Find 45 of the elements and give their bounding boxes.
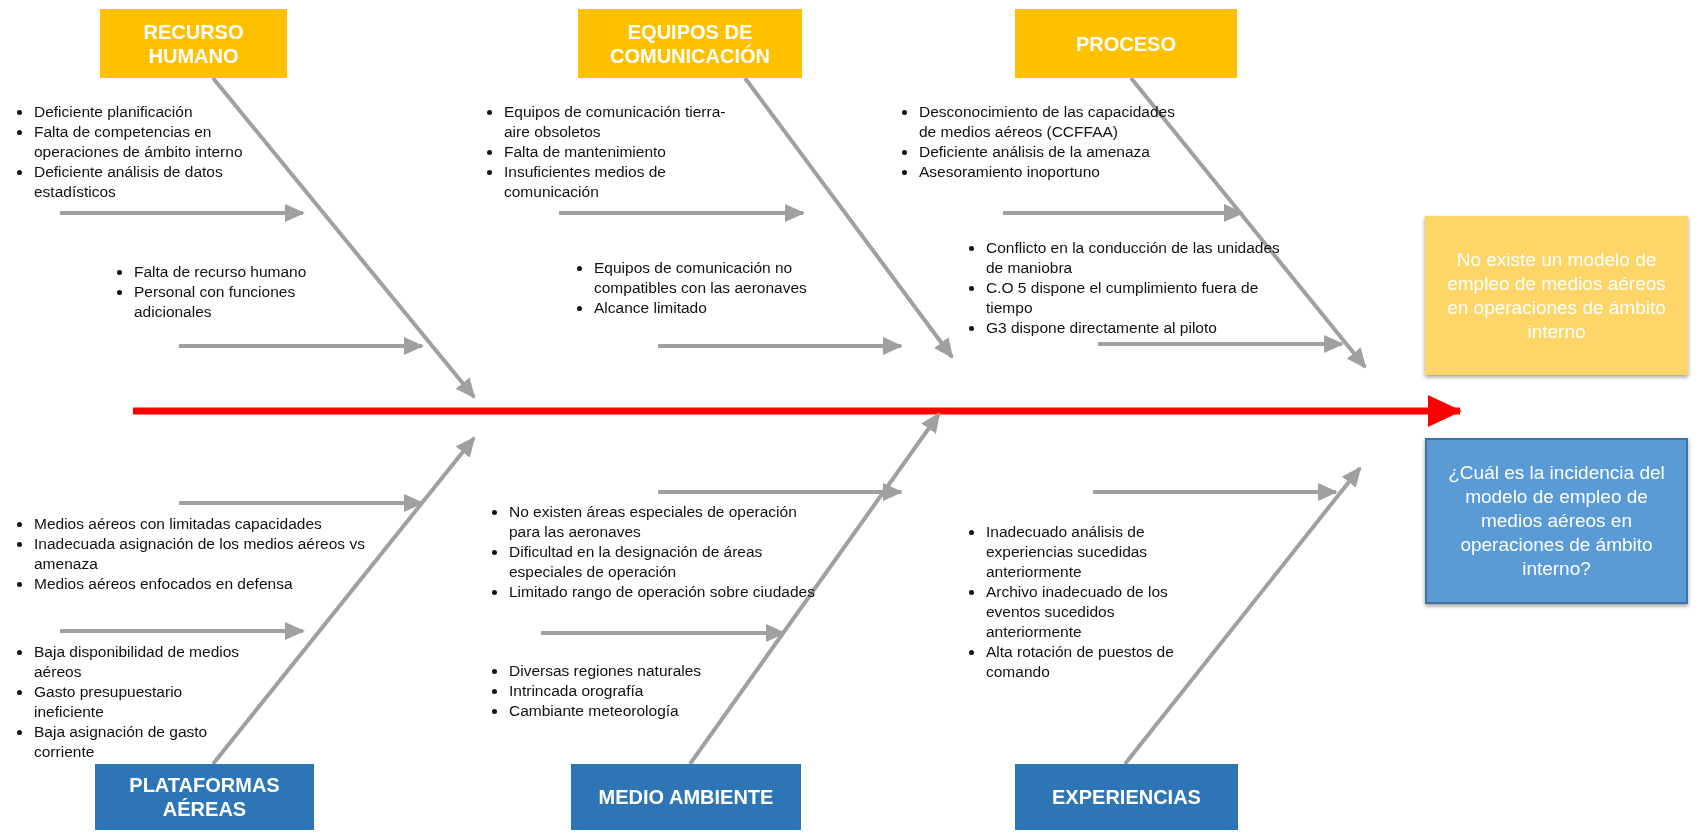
category-box: PLATAFORMAS AÉREAS bbox=[95, 764, 314, 830]
bullet-item: Desconocimiento de las capacidades de medios aéreos (CCFFAA) bbox=[919, 102, 1176, 142]
arrow bbox=[211, 436, 476, 766]
arrow bbox=[1123, 466, 1362, 766]
bullet-item: Deficiente análisis de datos estadísticos bbox=[34, 162, 224, 202]
bullet-item: Falta de recurso humano bbox=[134, 262, 308, 282]
problem-box: No existe un modelo de empleo de medios aéreos en operaciones de ámbito interno bbox=[1425, 216, 1688, 375]
arrow bbox=[211, 76, 476, 399]
category-box: EQUIPOS DE COMUNICACIÓN bbox=[578, 9, 802, 78]
category-box: RECURSO HUMANO bbox=[100, 9, 287, 78]
question-box: ¿Cuál es la incidencia del modelo de empleo de medios aéreos en operaciones de ámbito interno? bbox=[1425, 438, 1688, 604]
bullet-item: Personal con funciones adicionales bbox=[134, 282, 297, 322]
category-box: PROCESO bbox=[1015, 9, 1237, 78]
bullet-item: Baja disponibilidad de medios aéreos bbox=[34, 642, 240, 682]
bullet-item: Inadecuado análisis de experiencias sucedidas anteriormente bbox=[986, 522, 1149, 582]
bullet-item: Medios aéreos enfocados en defensa bbox=[34, 574, 294, 594]
arrow bbox=[1129, 76, 1367, 369]
bullet-item: Falta de competencias en operaciones de ámbito interno bbox=[34, 122, 244, 162]
category-box: EXPERIENCIAS bbox=[1015, 764, 1238, 830]
bullet-item: Gasto presupuestario ineficiente bbox=[34, 682, 184, 722]
arrow bbox=[743, 76, 954, 359]
bullet-item: C.O 5 dispone el cumplimiento fuera de tiempo bbox=[986, 278, 1260, 318]
bullet-item: Archivo inadecuado de los eventos sucedidos anteriormente bbox=[986, 582, 1169, 642]
bullet-item: Limitado rango de operación sobre ciudades bbox=[509, 582, 815, 602]
bullet-item: Dificultad en la designación de áreas especiales de operación bbox=[509, 542, 764, 582]
bullet-item: Conflicto en la conducción de las unidades de maniobra bbox=[986, 238, 1281, 278]
bullet-item: Intrincada orografía bbox=[509, 681, 645, 701]
bullet-item: Cambiante meteorología bbox=[509, 701, 680, 721]
bullet-item: No existen áreas especiales de operación para las aeronaves bbox=[509, 502, 798, 542]
bullet-item: Medios aéreos con limitadas capacidades bbox=[34, 514, 323, 534]
bullet-item: Falta de mantenimiento bbox=[504, 142, 667, 162]
bullet-item: Alta rotación de puestos de comando bbox=[986, 642, 1175, 682]
bullet-item: Deficiente análisis de la amenaza bbox=[919, 142, 1151, 162]
bullet-item: Deficiente planificación bbox=[34, 102, 194, 122]
bullet-item: Baja asignación de gasto corriente bbox=[34, 722, 209, 762]
bullet-item: Asesoramiento inoportuno bbox=[919, 162, 1101, 182]
bullet-item: Diversas regiones naturales bbox=[509, 661, 703, 681]
category-box: MEDIO AMBIENTE bbox=[571, 764, 801, 830]
bullet-item: G3 dispone directamente al piloto bbox=[986, 318, 1218, 338]
bullet-item: Insuficientes medios de comunicación bbox=[504, 162, 667, 202]
bullet-item: Equipos de comunicación no compatibles con las aeronaves bbox=[594, 258, 808, 298]
bullet-item: Equipos de comunicación tierra-aire obsoletos bbox=[504, 102, 727, 142]
bullet-item: Alcance limitado bbox=[594, 298, 708, 318]
arrow bbox=[688, 412, 941, 766]
bullet-item: Inadecuada asignación de los medios aéreos vs amenaza bbox=[34, 534, 366, 574]
